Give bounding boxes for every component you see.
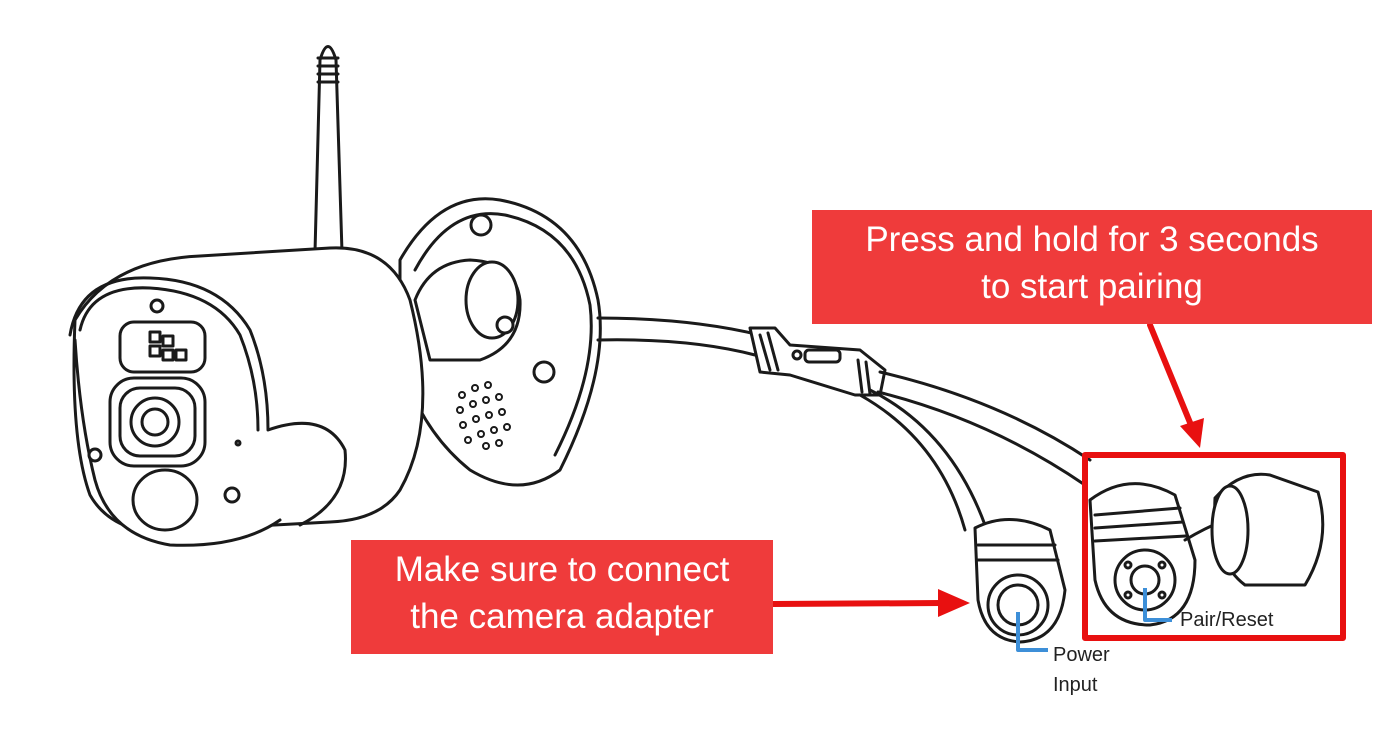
speaker-grille [456,381,511,450]
arrow-to-power-input [770,589,970,617]
pair-reset-connector [1088,472,1325,627]
pair-reset-pointer [1143,588,1172,622]
pairing-instruction-line2: to start pairing [981,267,1203,306]
antenna [313,45,344,254]
pairing-instruction-line1: Press and hold for 3 seconds [865,220,1319,259]
swivel-joint [413,258,522,362]
pairing-instruction-callout: Press and hold for 3 seconds to start pa… [812,210,1372,324]
label-pointers [1016,588,1172,652]
main-cable [596,316,887,397]
power-input-label: Power Input [1053,640,1110,700]
power-instruction-line2: the camera adapter [410,597,714,636]
power-connector [973,518,1067,644]
arrow-to-pair-reset [1147,322,1204,448]
power-input-label-line2: Input [1053,674,1098,696]
power-input-pointer [1016,612,1048,652]
pair-reset-highlight-box [1082,452,1346,641]
split-cables [858,370,1092,532]
pair-reset-label: Pair/Reset [1180,609,1274,631]
power-instruction-callout: Make sure to connect the camera adapter [351,540,773,654]
power-instruction-line1: Make sure to connect [394,550,730,589]
camera-body [68,246,425,547]
power-input-label-line1: Power [1053,644,1110,666]
